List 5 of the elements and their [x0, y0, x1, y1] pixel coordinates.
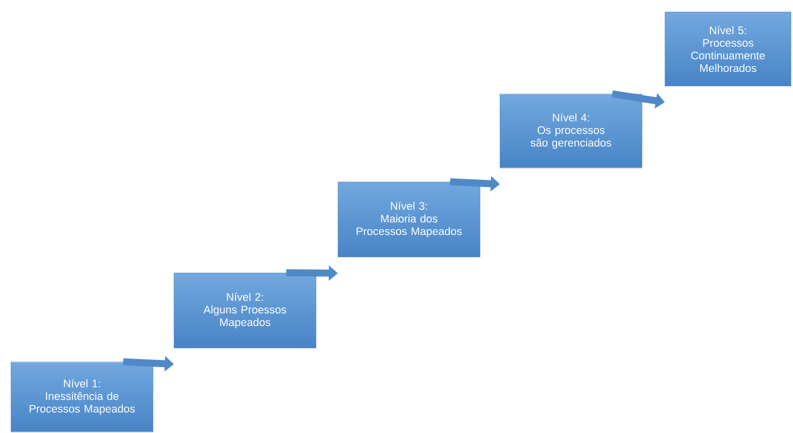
level-box: Nível 4: Os processos são gerenciados — [500, 94, 642, 168]
level-box: Nível 2: Alguns Proessos Mapeados — [174, 272, 316, 348]
level-box: Nível 1: Inessitência de Processos Mapeados — [10, 362, 154, 432]
level-box: Nível 3: Maioria dos Processos Mapeados — [338, 182, 480, 258]
level-box: Nível 5: Processos Continuamente Melhorados — [664, 12, 792, 86]
